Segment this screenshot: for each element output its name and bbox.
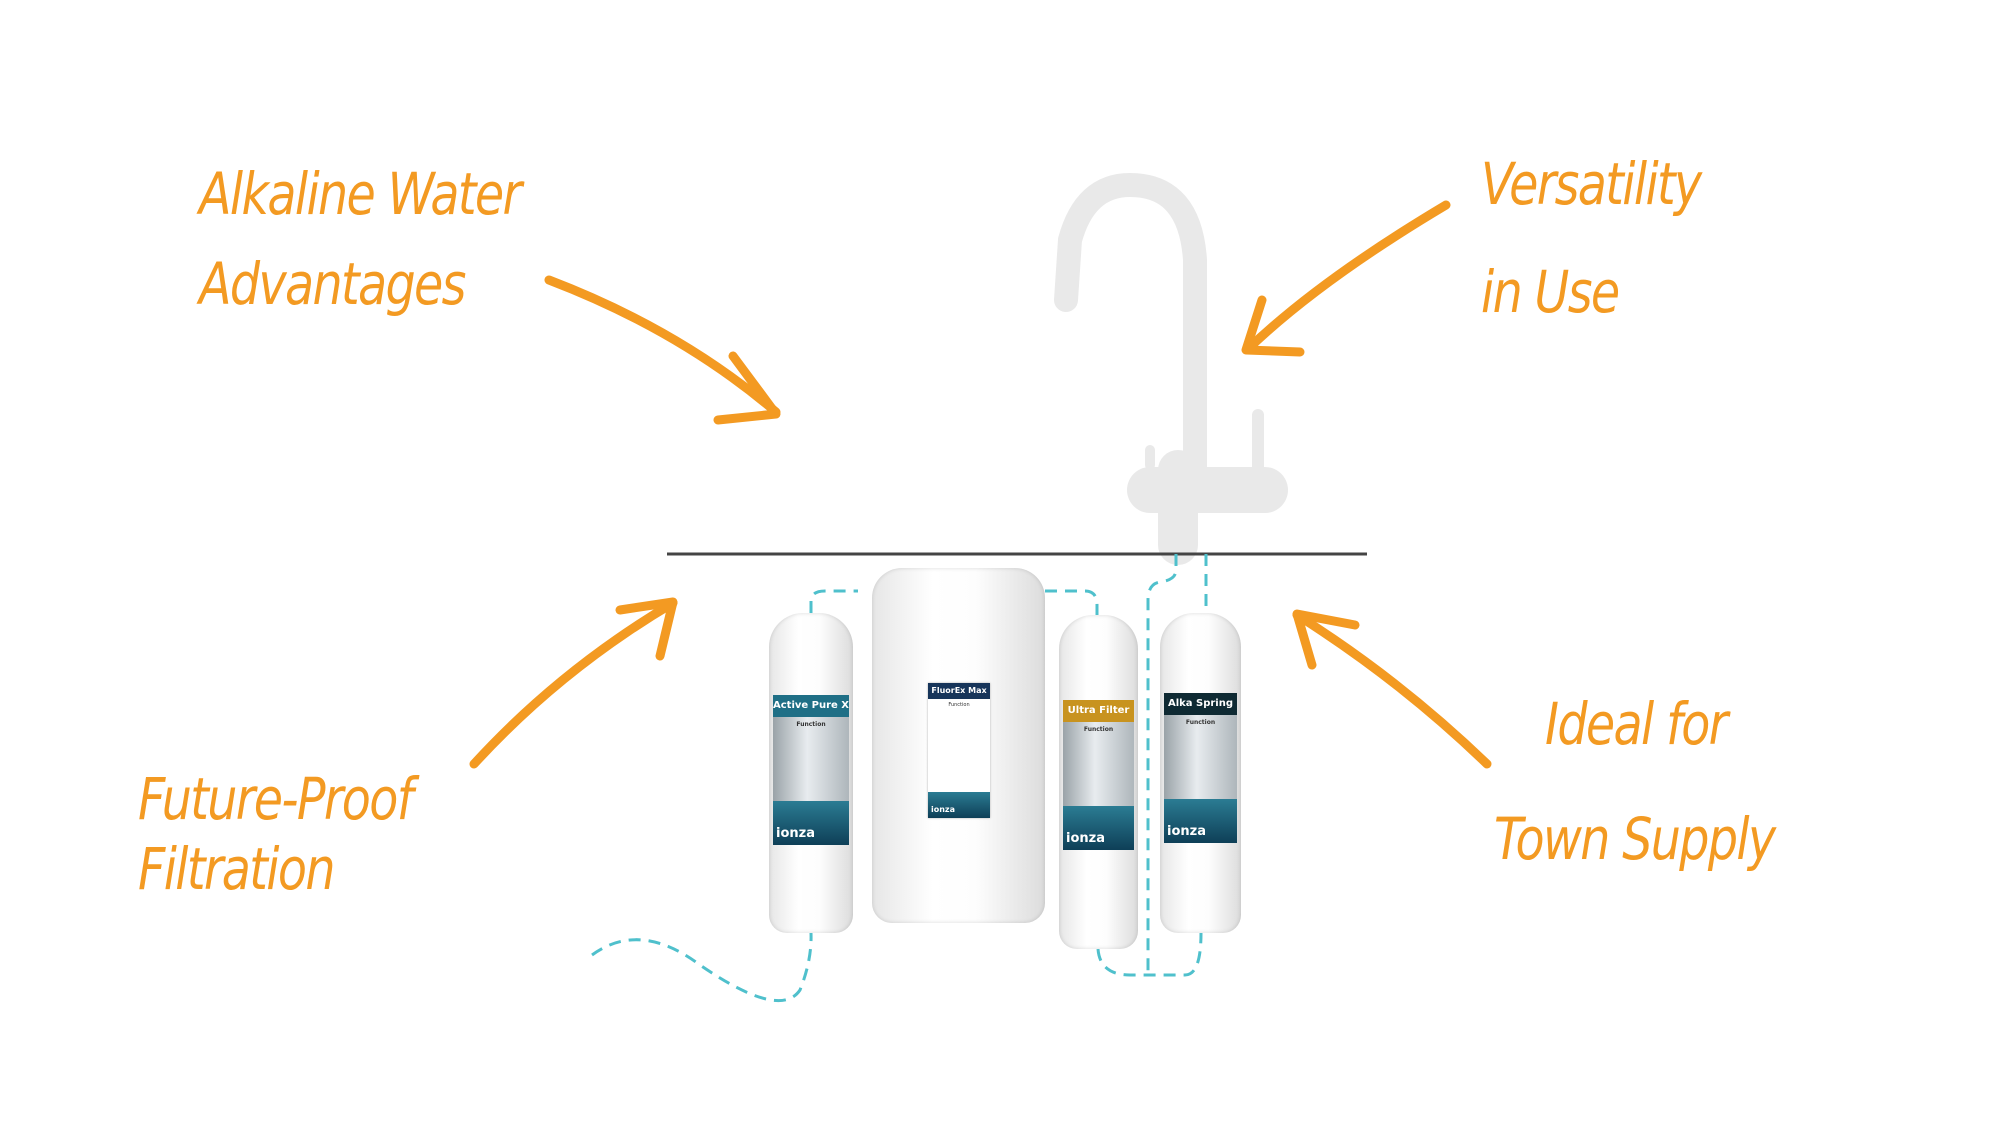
filter-section-label: Function	[796, 721, 826, 728]
faucet-icon	[1054, 172, 1288, 565]
tubing-lines	[591, 554, 1208, 1003]
filter-section-label: Function	[1185, 719, 1216, 726]
filter-cartridge-active-pure-xtra: Active Pure Xtra Function ionza	[769, 613, 853, 933]
callout-alkaline-line1: Alkaline Water	[199, 160, 522, 228]
filter-name: Active Pure Xtra	[773, 695, 849, 717]
arrow-icon	[469, 200, 1492, 769]
filter-section-label: Function	[948, 702, 970, 708]
callout-town-supply-line2: Town Supply	[1494, 805, 1776, 873]
callout-future-proof-line1: Future-Proof	[138, 765, 413, 833]
filter-cartridge-ultra-filter: Ultra Filter Function ionza	[1059, 615, 1138, 949]
brand-logo: ionza	[1066, 831, 1105, 846]
housing-label: FluorEx Max Function ionza	[928, 683, 990, 818]
brand-logo: ionza	[931, 805, 955, 814]
brand-logo: ionza	[776, 826, 815, 841]
filter-housing-fluorex-max: FluorEx Max Function ionza	[872, 568, 1045, 923]
filter-cartridge-alka-spring: Alka Spring Function ionza	[1160, 613, 1241, 933]
callout-future-proof-line2: Filtration	[138, 835, 335, 903]
callout-town-supply-line1: Ideal for	[1545, 690, 1728, 758]
brand-logo: ionza	[1167, 824, 1206, 839]
callout-versatility-line2: in Use	[1481, 258, 1620, 326]
filter-section-label: Function	[1083, 726, 1114, 733]
filter-name: FluorEx Max	[928, 683, 990, 699]
filter-name: Ultra Filter	[1063, 700, 1134, 722]
filter-name: Alka Spring	[1164, 693, 1237, 715]
callout-alkaline-line2: Advantages	[199, 250, 466, 318]
callout-versatility-line1: Versatility	[1481, 150, 1702, 218]
